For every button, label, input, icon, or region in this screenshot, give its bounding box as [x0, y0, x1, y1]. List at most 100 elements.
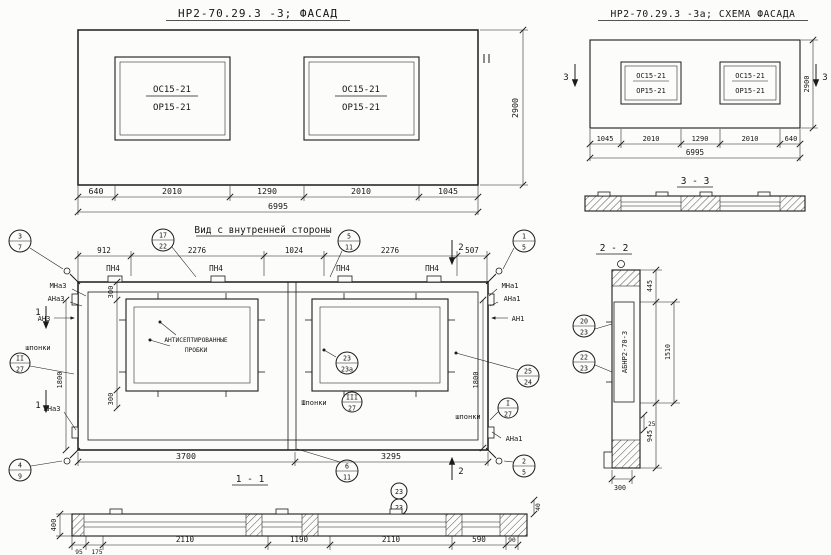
- dim-label: 90: [508, 537, 516, 544]
- callout-23-23a: 23 23а: [322, 348, 359, 375]
- dim-total: 6995: [268, 201, 288, 211]
- section-2-2-label: 2 - 2: [600, 243, 629, 254]
- right-annotations: МНа1 АНа1 АН1 25 24 1800 шпонки I 27: [454, 282, 540, 452]
- callout-num: I: [506, 400, 510, 408]
- section-2-2: 2 - 2 АБНР2-70-3 20 23 22 23: [572, 243, 680, 492]
- callout-5-11: 5 11: [329, 229, 361, 278]
- window2-mark-bottom: ОР15-21: [342, 103, 380, 113]
- dim-label: 640: [89, 186, 104, 196]
- callout-num: 23: [395, 488, 403, 496]
- callout-num: 11: [345, 244, 353, 252]
- callout-num: 23: [580, 365, 588, 373]
- callout-num: 27: [348, 405, 356, 413]
- dim-1800-right: 1800: [472, 372, 480, 389]
- dim-label: 2110: [176, 535, 195, 544]
- window2-mark-top: ОС15-21: [342, 85, 380, 95]
- pn4-label: ПН4: [336, 264, 350, 273]
- ana1-label: АНа1: [504, 295, 521, 303]
- schema-dimensions: 1045 2010 1290 2010 640 6995 2900: [586, 36, 818, 162]
- left-annotations: МНа3 АНа3 АН3 шпонки II 27 АНа3 1 1 1800: [9, 278, 121, 454]
- callout-num: 23: [395, 504, 403, 512]
- probki-label-2: ПРОБКИ: [185, 347, 208, 354]
- probki-label-1: АНТИСЕПТИРОВАННЫЕ: [164, 337, 228, 344]
- section3-mark-left: 3: [563, 73, 568, 83]
- dim-label: 1290: [692, 135, 709, 143]
- dim-label: 912: [97, 246, 111, 255]
- callout-num: 5: [522, 469, 526, 477]
- inner-top-dimensions: 912 2276 1024 2276 507: [74, 246, 491, 282]
- callout-II-27: II 27: [9, 352, 75, 375]
- callout-num: 5: [522, 244, 526, 252]
- window1-mark-bottom: ОР15-21: [153, 103, 191, 113]
- callout-num: II: [16, 355, 24, 363]
- dim-label: 1045: [438, 186, 458, 196]
- callout-III-27: III 27: [341, 391, 363, 413]
- facade-schema-view: НР2-70.29.3 -3а; СХЕМА ФАСАДА ОС15-21 ОР…: [563, 9, 828, 212]
- callout-25-24: 25 24: [454, 351, 540, 388]
- callout-num: 22: [159, 243, 167, 251]
- dim-label: 2276: [381, 246, 400, 255]
- callout-num: 2: [522, 458, 526, 466]
- dim-445: 445: [646, 280, 654, 292]
- section2-mark-bottom: 2: [458, 467, 463, 477]
- section-1-1: 1 - 1 23 23 400 40: [50, 474, 542, 555]
- dim-300-bottom: 300: [107, 393, 115, 406]
- section-3-3-strip: [584, 191, 806, 212]
- schema-win1-bot: ОР15-21: [636, 87, 666, 95]
- dim-300-top: 300: [107, 286, 115, 299]
- shponki-label-left: шпонки: [25, 344, 50, 352]
- callout-I-27: I 27: [489, 397, 519, 421]
- callout-num: 3: [18, 233, 22, 241]
- an3-label: АН3: [38, 315, 51, 323]
- pn4-label: ПН4: [209, 264, 223, 273]
- dim-label: 2276: [188, 246, 207, 255]
- facade-dimensions: 640 2010 1290 2010 1045 6995 2900: [74, 26, 528, 216]
- section1-mark-lower: 1: [35, 401, 40, 411]
- inner-window-2: [311, 298, 449, 392]
- dim-label: 1290: [257, 186, 277, 196]
- dim-label: 2010: [351, 186, 371, 196]
- callout-num: 27: [504, 411, 512, 419]
- lifting-hooks: [63, 267, 503, 465]
- callout-1-5: 1 5: [502, 229, 536, 270]
- callout-3-7: 3 7: [8, 229, 64, 270]
- dim-400: 400: [50, 519, 58, 532]
- callout-num: 23: [343, 355, 351, 363]
- dim-25: 25: [648, 421, 656, 428]
- callout-num: 1: [522, 233, 526, 241]
- dim-label: 175: [91, 549, 102, 555]
- dim-label: 3700: [176, 451, 196, 461]
- callout-num: 5: [347, 233, 351, 241]
- section-2-2-dimensions: 445 945 1510 25 300: [608, 266, 680, 492]
- an1-label: АН1: [512, 315, 525, 323]
- facade-title: НР2-70.29.3 -3; ФАСАД: [178, 7, 338, 20]
- schema-window-2: [719, 61, 781, 105]
- shponki-label-right: шпонки: [455, 413, 480, 421]
- panel-outline: [77, 281, 489, 451]
- callout-num: 27: [16, 366, 24, 374]
- section1-mark-upper: 1: [35, 308, 40, 318]
- dim-label: 95: [75, 549, 83, 555]
- mna3-label: МНа3: [50, 282, 67, 290]
- dim-label: 2110: [382, 535, 401, 544]
- section-3-3-label: 3 - 3: [681, 176, 710, 187]
- ana3-label: АНа3: [48, 295, 65, 303]
- facade-view: НР2-70.29.3 -3; ФАСАД ОС15-21 ОР15-21 ОС…: [74, 7, 528, 216]
- dim-label: 2010: [742, 135, 759, 143]
- section2-mark-top: 2: [458, 243, 463, 253]
- shponki-label-mid: Шпонки: [301, 399, 326, 407]
- inner-bottom-dimensions: 3700 3295: [74, 451, 492, 466]
- callout-num: 20: [580, 318, 588, 326]
- callout-2-5: 2 5: [503, 454, 536, 478]
- callout-num: 4: [18, 462, 22, 470]
- dim-label: 507: [465, 246, 479, 255]
- callout-num: 24: [524, 379, 532, 387]
- dim-label: 3295: [381, 451, 401, 461]
- callout-num: 6: [345, 463, 349, 471]
- section-1-1-dimensions: 400 40 95 175 2110 1190 2110 590 90: [50, 496, 542, 555]
- ana3-label-2: АНа3: [44, 405, 61, 413]
- callout-num: 23а: [341, 366, 353, 374]
- dim-1510: 1510: [664, 344, 672, 360]
- callout-num: 17: [159, 232, 167, 240]
